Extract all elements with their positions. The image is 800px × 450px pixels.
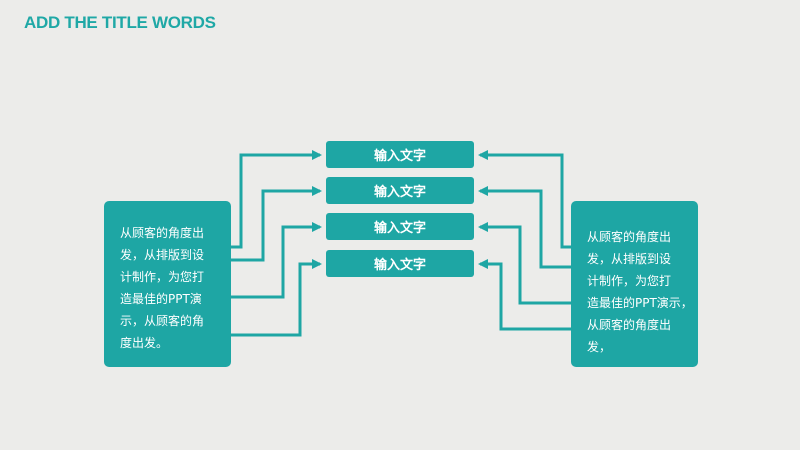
center-box-1: 输入文字 xyxy=(326,141,474,168)
left-arrow-3 xyxy=(231,221,323,299)
center-box-2: 输入文字 xyxy=(326,177,474,204)
center-box-3: 输入文字 xyxy=(326,213,474,240)
center-box-4: 输入文字 xyxy=(326,250,474,277)
right-arrow-3 xyxy=(477,221,571,305)
right-arrow-2 xyxy=(477,185,571,269)
left-text-box: 从顾客的角度出 发，从排版到设 计制作，为您打 造最佳的PPT演 示，从顾客的角… xyxy=(104,201,231,367)
left-description: 从顾客的角度出 发，从排版到设 计制作，为您打 造最佳的PPT演 示，从顾客的角… xyxy=(120,226,205,350)
left-arrow-2 xyxy=(231,185,323,262)
slide-title: ADD THE TITLE WORDS xyxy=(24,13,216,32)
right-text-box: 从顾客的角度出 发，从排版到设 计制作，为您打 造最佳的PPT演示， 从顾客的角… xyxy=(571,201,698,367)
right-arrow-1 xyxy=(477,149,571,249)
right-description: 从顾客的角度出 发，从排版到设 计制作，为您打 造最佳的PPT演示， 从顾客的角… xyxy=(587,230,693,354)
left-arrow-1 xyxy=(231,149,323,249)
left-arrow-4 xyxy=(231,258,323,337)
right-arrow-4 xyxy=(477,258,571,331)
